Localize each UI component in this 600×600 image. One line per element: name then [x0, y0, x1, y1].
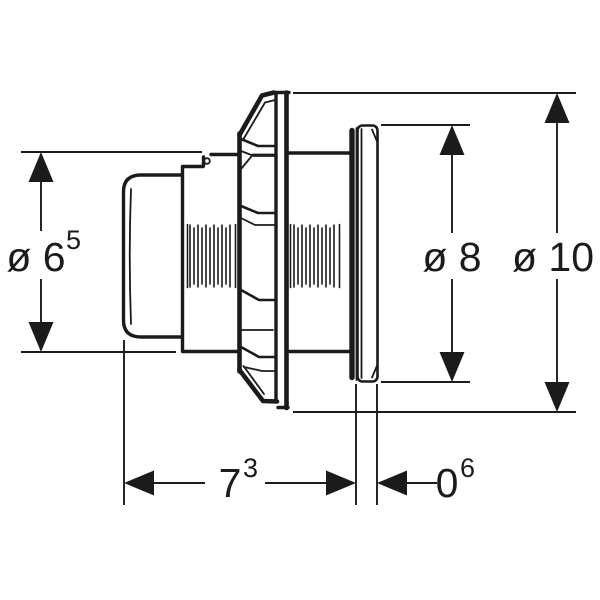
thread-section-right [289, 223, 341, 289]
dim-label-dia65-sup: 5 [66, 225, 81, 255]
dimension-len06: 0 6 [376, 384, 475, 506]
arrowhead [544, 93, 570, 123]
housing-notch-detail [203, 157, 211, 165]
button-cap [121, 173, 183, 339]
dimension-dia65: ø 6 5 [6, 151, 202, 353]
dimension-dia8: ø 8 [381, 124, 482, 383]
dimension-len73: 7 3 [123, 340, 357, 506]
dim-label-dia65: ø 6 [6, 234, 65, 280]
arrowhead [326, 470, 356, 496]
dim-label-len73: 7 [219, 460, 242, 506]
dimension-dia10: ø 10 [293, 92, 594, 413]
button-housing [180, 152, 242, 354]
trim-ring [349, 124, 379, 383]
dim-label-dia8: ø 8 [422, 234, 481, 280]
arrowhead [544, 382, 570, 412]
threaded-tube [287, 151, 351, 354]
dim-label-len73-sup: 3 [243, 453, 258, 483]
thread-section-left [186, 223, 237, 289]
arrowhead [28, 152, 54, 182]
arrowhead [124, 470, 154, 496]
dim-label-dia10: ø 10 [512, 234, 594, 280]
arrowhead [28, 322, 54, 352]
dim-label-len06: 0 [436, 460, 459, 506]
arrowhead [439, 125, 465, 155]
dim-label-len06-sup: 6 [460, 453, 475, 483]
mounting-flange [237, 90, 291, 411]
arrowhead [439, 352, 465, 382]
arrowhead [377, 470, 407, 496]
